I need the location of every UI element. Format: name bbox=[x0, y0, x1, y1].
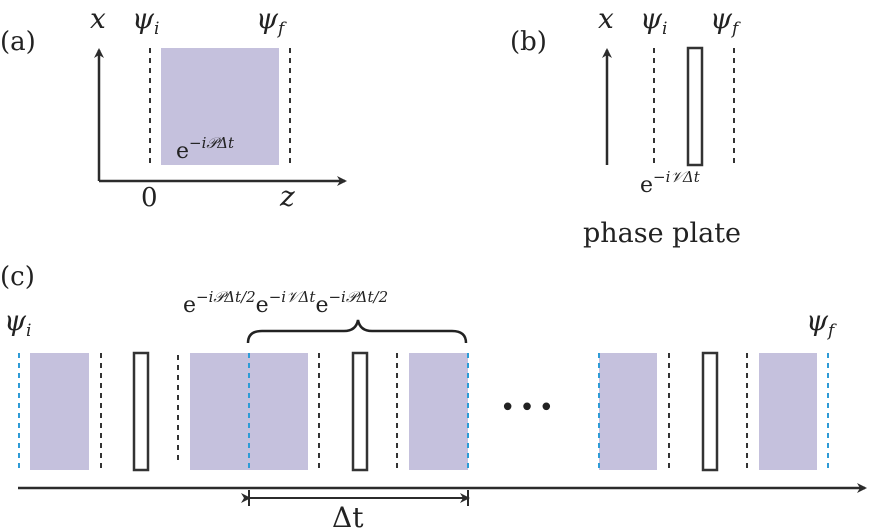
phase-plate-caption: phase plate bbox=[583, 218, 741, 249]
propagator-operator: e−i𝒫Δt bbox=[176, 134, 235, 164]
phase-plate bbox=[132, 351, 150, 472]
panel-c-psi-i: ψi bbox=[4, 304, 31, 341]
panel-a-label: (a) bbox=[0, 27, 36, 57]
propagator-blocks bbox=[30, 353, 817, 470]
panel-b-x-axis-label: x bbox=[598, 2, 614, 35]
panel-a-psi-f: ψf bbox=[256, 2, 287, 39]
origin-label: 0 bbox=[141, 183, 158, 213]
propagator-block bbox=[599, 353, 657, 470]
panel-a-x-axis-label: x bbox=[90, 2, 106, 35]
step-formula: e−i𝒫Δt/2e−i𝒱Δte−i𝒫Δt/2 bbox=[183, 288, 388, 318]
panel-b-label: (b) bbox=[510, 27, 547, 57]
panel-b-psi-f: ψf bbox=[710, 2, 741, 39]
panel-c-psi-f: ψf bbox=[806, 304, 837, 341]
phase-plates bbox=[132, 351, 719, 472]
propagator-block bbox=[409, 353, 468, 470]
ellipsis: ••• bbox=[500, 393, 558, 423]
phase-plate bbox=[701, 351, 719, 472]
phase-plate bbox=[351, 351, 369, 472]
propagator-block bbox=[161, 48, 279, 165]
propagator-block bbox=[759, 353, 817, 470]
intermediate-planes bbox=[100, 353, 748, 470]
propagator-block bbox=[30, 353, 89, 470]
panel-c-label: (c) bbox=[0, 262, 35, 292]
phase-operator: e−i𝒱Δt bbox=[640, 168, 701, 198]
delta-t-label: Δt bbox=[332, 501, 364, 531]
phase-plate bbox=[686, 46, 704, 167]
z-axis-label: z bbox=[279, 180, 295, 213]
propagator-block bbox=[190, 353, 308, 470]
panel-a-psi-i: ψi bbox=[132, 2, 159, 39]
step-brace bbox=[246, 319, 468, 344]
panel-b-psi-i: ψi bbox=[640, 2, 667, 39]
